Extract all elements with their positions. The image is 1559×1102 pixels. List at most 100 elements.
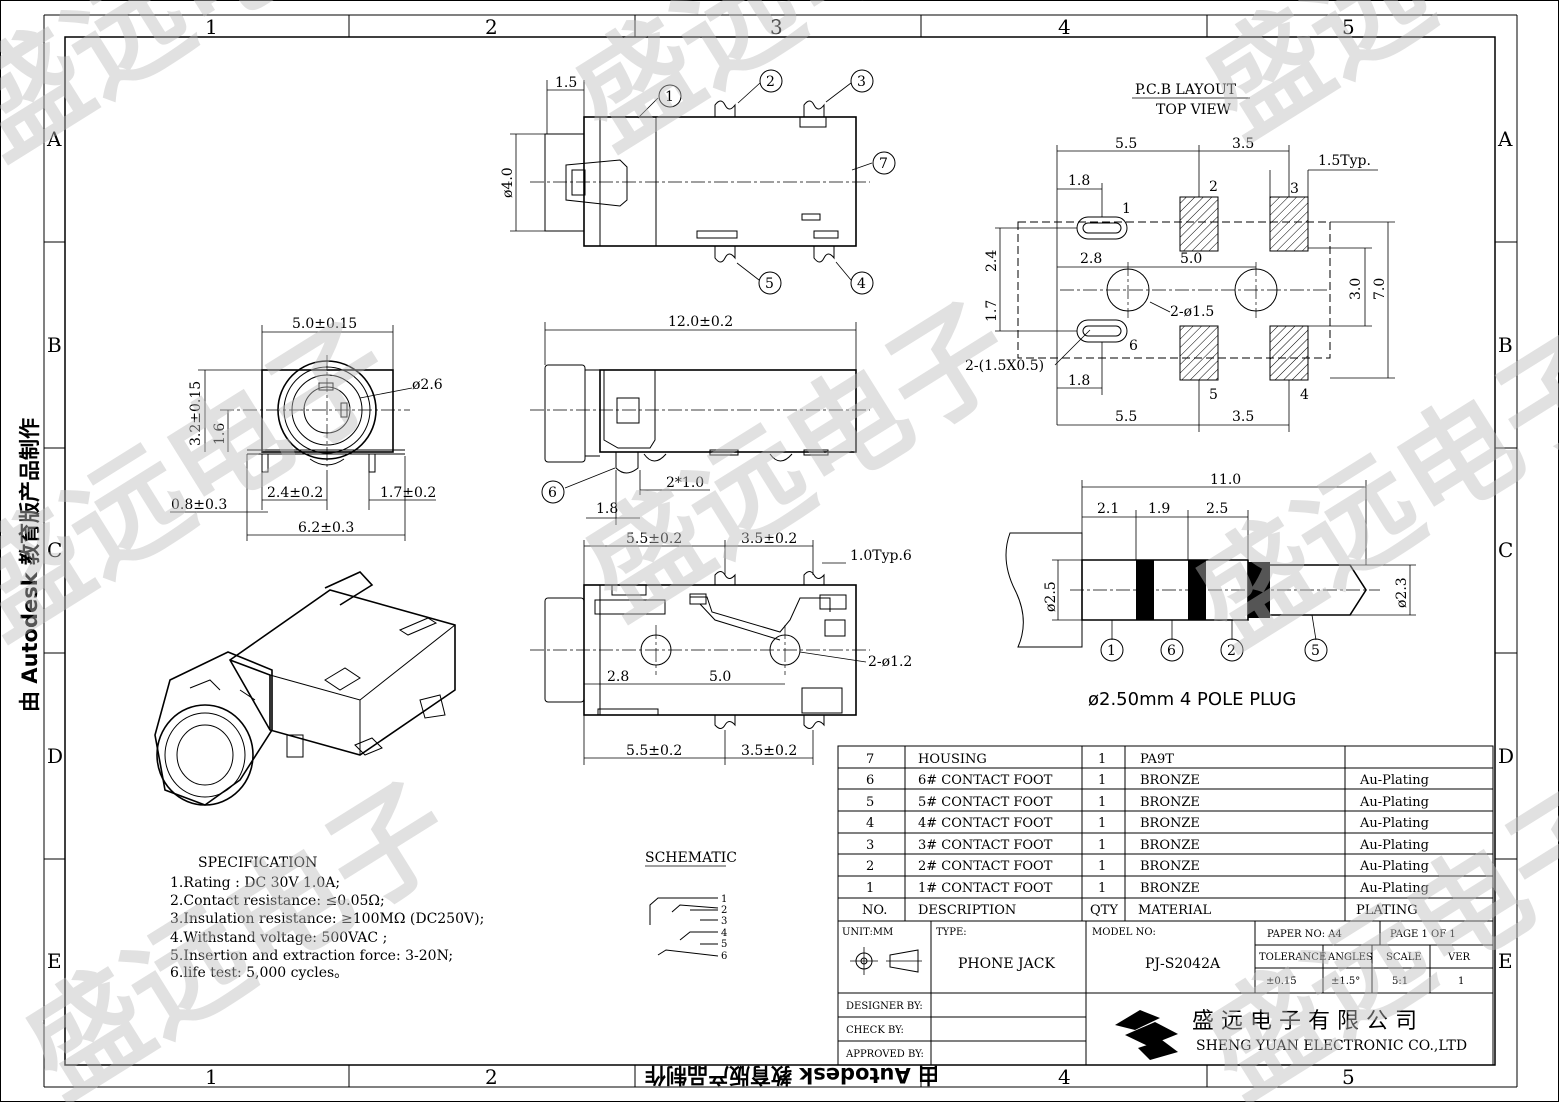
col-label: 2 bbox=[485, 1065, 498, 1089]
dim-2-dia-1-2: 2-ø1.2 bbox=[868, 654, 912, 670]
bom-material: BRONZE bbox=[1140, 881, 1200, 896]
autodesk-bottom-stamp: 由 Autodesk 教育版产品制作 bbox=[645, 1063, 939, 1087]
dim-1-6: 1.6 bbox=[212, 423, 228, 445]
row-label: C bbox=[1498, 538, 1513, 562]
dim-dia-2-6: ø2.6 bbox=[412, 377, 443, 393]
callout-4: 4 bbox=[857, 276, 866, 292]
title-scale-value: 5:1 bbox=[1392, 976, 1408, 987]
title-model-value: PJ-S2042A bbox=[1145, 956, 1221, 972]
title-block: UNIT:MM TYPE: PHONE JACK MODEL NO: PJ-S2… bbox=[837, 920, 1494, 1066]
pcb-dim-5-5: 5.5 bbox=[1115, 136, 1137, 152]
title-paper: PAPER NO: A4 bbox=[1267, 929, 1342, 940]
title-scale-label: SCALE bbox=[1386, 952, 1422, 963]
spec-item: 1.Rating : DC 30V 1.0A; bbox=[170, 875, 340, 891]
bom-description: 6# CONTACT FOOT bbox=[918, 773, 1053, 788]
title-angles-value: ±1.5° bbox=[1331, 976, 1360, 987]
plug-caption: ø2.50mm 4 POLE PLUG bbox=[1088, 689, 1296, 710]
dim-6-2: 6.2±0.3 bbox=[298, 520, 354, 536]
dim-bottom-2-8: 2.8 bbox=[607, 669, 629, 685]
callout-7: 7 bbox=[879, 156, 888, 172]
title-type-label: TYPE: bbox=[936, 927, 967, 938]
dim-height-3-2: 3.2±0.15 bbox=[188, 381, 204, 446]
bom-header-qty: QTY bbox=[1090, 903, 1118, 918]
bom-material: BRONZE bbox=[1140, 795, 1200, 810]
pcb-dim-1-8b: 1.8 bbox=[1068, 373, 1090, 389]
title-unit: UNIT:MM bbox=[842, 927, 893, 938]
bom-table bbox=[837, 745, 1494, 922]
company-name-en: SHENG YUAN ELECTRONIC CO.,LTD bbox=[1196, 1038, 1467, 1054]
bom-no: 7 bbox=[866, 752, 874, 767]
spec-item: 6.life test: 5,000 cycles。 bbox=[170, 965, 348, 981]
title-angles-label: ANGLES bbox=[1327, 952, 1373, 963]
dim-bottom-5-5b: 5.5±0.2 bbox=[626, 743, 682, 759]
schematic-pin: 5 bbox=[721, 939, 727, 950]
row-label: D bbox=[1498, 744, 1514, 768]
pcb-dim-2-4: 2.4 bbox=[984, 250, 1000, 272]
pcb-pin-6: 6 bbox=[1129, 338, 1138, 354]
bom-plating: Au-Plating bbox=[1359, 881, 1429, 896]
col-label: 1 bbox=[205, 15, 218, 39]
dim-width-5-0: 5.0±0.15 bbox=[292, 316, 357, 332]
dim-1-7: 1.7±0.2 bbox=[380, 485, 436, 501]
callout-1: 1 bbox=[665, 89, 674, 105]
pcb-dim-3-0: 3.0 bbox=[1348, 278, 1364, 300]
bom-description: 5# CONTACT FOOT bbox=[918, 795, 1053, 810]
schematic-pin: 3 bbox=[721, 916, 727, 927]
bom-qty: 1 bbox=[1098, 795, 1106, 810]
schematic-pin: 6 bbox=[721, 951, 727, 962]
dim-bottom-5-0: 5.0 bbox=[709, 669, 731, 685]
watermark: 盛远电子 bbox=[552, 0, 1025, 174]
pcb-pin-5: 5 bbox=[1209, 387, 1218, 403]
spec-item: 3.Insulation resistance: ≥100MΩ (DC250V)… bbox=[170, 911, 484, 927]
plug-callout-1: 1 bbox=[1107, 643, 1116, 659]
bom-description: 1# CONTACT FOOT bbox=[918, 881, 1053, 896]
col-label: 5 bbox=[1342, 1065, 1355, 1089]
bom-description: 3# CONTACT FOOT bbox=[918, 838, 1053, 853]
bom-no: 3 bbox=[866, 838, 874, 853]
autodesk-side-stamp: 由 Autodesk 教育版产品制作 bbox=[18, 418, 42, 712]
title-model-label: MODEL NO: bbox=[1092, 927, 1156, 938]
col-label: 4 bbox=[1058, 15, 1071, 39]
pcb-dim-1-8: 1.8 bbox=[1068, 173, 1090, 189]
bom-rows: 7 HOUSING 1 PA9T 6 6# CONTACT FOOT 1 BRO… bbox=[862, 752, 1429, 918]
schematic-pin: 2 bbox=[721, 905, 727, 916]
bom-qty: 1 bbox=[1098, 881, 1106, 896]
plug-dim-2-1: 2.1 bbox=[1097, 501, 1119, 517]
dim-2-4: 2.4±0.2 bbox=[267, 485, 323, 501]
bom-plating: Au-Plating bbox=[1359, 838, 1429, 853]
pcb-dim-2-dia-1-5: 2-ø1.5 bbox=[1170, 304, 1214, 320]
title-ver-value: 1 bbox=[1458, 976, 1464, 987]
bom-qty: 1 bbox=[1098, 752, 1106, 767]
bom-plating: Au-Plating bbox=[1359, 859, 1429, 874]
pcb-subtitle: TOP VIEW bbox=[1156, 102, 1232, 118]
bottom-view: 5.5±0.2 3.5±0.2 1.0Typ.6 2-ø1.2 2.8 5.0 … bbox=[530, 531, 912, 765]
top-view: 1.5 ø4.0 1 2 3 7 5 4 bbox=[500, 69, 896, 295]
bom-no: 4 bbox=[866, 816, 874, 831]
bom-description: 4# CONTACT FOOT bbox=[918, 816, 1053, 831]
dim-1-8: 1.8 bbox=[596, 501, 618, 517]
pcb-dim-7-0: 7.0 bbox=[1372, 278, 1388, 300]
plug-dim-dia-2-5: ø2.5 bbox=[1043, 581, 1059, 612]
bom-description: HOUSING bbox=[918, 752, 987, 767]
bom-qty: 1 bbox=[1098, 773, 1106, 788]
plug-dim-dia-2-3: ø2.3 bbox=[1394, 577, 1410, 608]
bom-header-no: NO. bbox=[862, 903, 887, 918]
title-tolerance-value: ±0.15 bbox=[1266, 976, 1297, 987]
bom-no: 2 bbox=[866, 859, 874, 874]
row-label: D bbox=[47, 744, 63, 768]
callout-3: 3 bbox=[857, 74, 866, 90]
plug-callout-5: 5 bbox=[1311, 643, 1320, 659]
col-label: 1 bbox=[205, 1065, 218, 1089]
pcb-dim-slot: 2-(1.5X0.5) bbox=[965, 358, 1044, 374]
pcb-dim-5-5b: 5.5 bbox=[1115, 409, 1137, 425]
pcb-dim-2-8: 2.8 bbox=[1080, 251, 1102, 267]
bom-plating: Au-Plating bbox=[1359, 773, 1429, 788]
pcb-pin-2: 2 bbox=[1209, 179, 1218, 195]
col-label: 5 bbox=[1342, 15, 1355, 39]
bom-plating: Au-Plating bbox=[1359, 816, 1429, 831]
bom-material: BRONZE bbox=[1140, 859, 1200, 874]
pcb-pin-4: 4 bbox=[1300, 387, 1309, 403]
watermark: 盛远电子 bbox=[0, 0, 415, 184]
specification-block: SPECIFICATION 1.Rating : DC 30V 1.0A; 2.… bbox=[170, 855, 484, 981]
